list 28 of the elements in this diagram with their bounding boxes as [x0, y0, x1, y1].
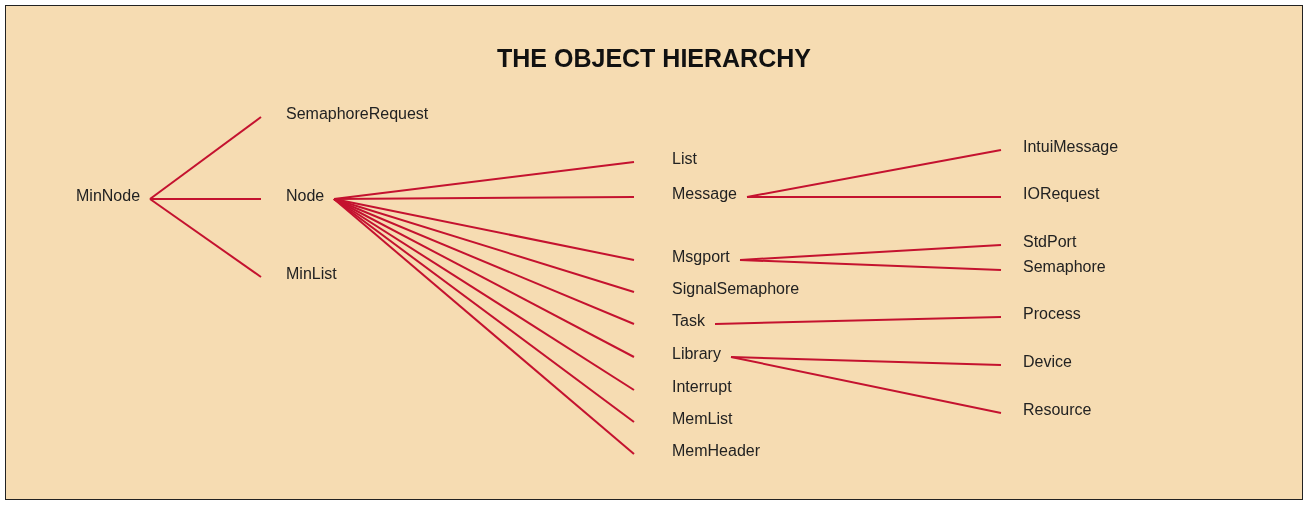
node-label: MinList [286, 265, 337, 283]
node-label: SemaphoreRequest [286, 105, 429, 123]
node-label: Message [672, 185, 737, 203]
node-label: Interrupt [672, 378, 732, 396]
node-label: Msgport [672, 248, 730, 266]
node-label: Resource [1023, 401, 1092, 419]
title: THE OBJECT HIERARCHY [496, 44, 812, 73]
node-label: Process [1023, 305, 1081, 323]
node-label: StdPort [1023, 233, 1077, 251]
connector-line [149, 198, 262, 278]
node-label: MinNode [76, 187, 141, 205]
connector-line [739, 259, 1002, 271]
node-label: MemHeader [672, 442, 761, 460]
node-label: MemList [672, 410, 733, 428]
node-label: Semaphore [1023, 258, 1106, 276]
node-label: Library [672, 345, 721, 363]
connector-line [149, 116, 262, 200]
node-label: Task [672, 312, 705, 330]
connector-line [730, 356, 1002, 414]
node-label: List [672, 150, 697, 168]
connector-line [746, 196, 1002, 198]
node-label: SignalSemaphore [672, 280, 800, 298]
connector-line [149, 198, 262, 200]
node-label: IntuiMessage [1023, 138, 1119, 156]
node-label: IORequest [1023, 185, 1100, 203]
node-label: Node [286, 187, 325, 205]
connector-line [714, 316, 1002, 325]
node-label: Device [1023, 353, 1072, 371]
